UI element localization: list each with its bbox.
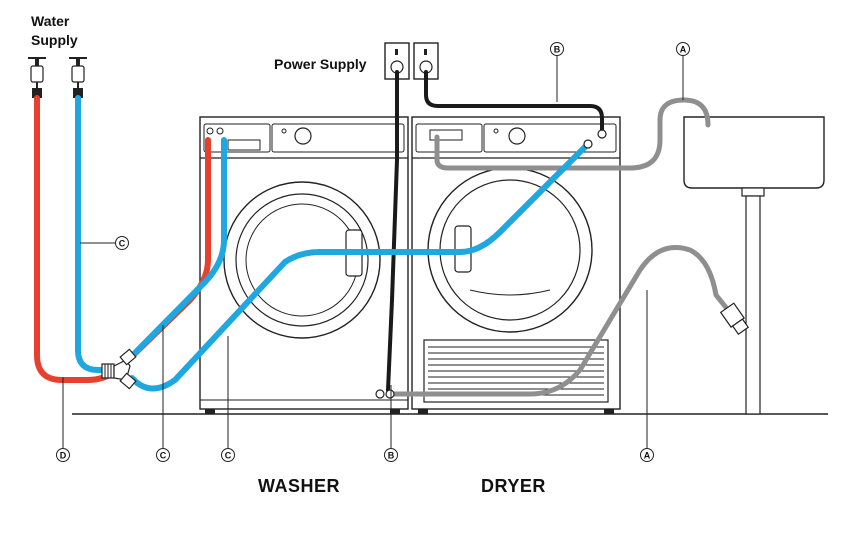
callout-b-top: B	[550, 42, 564, 56]
dryer	[411, 116, 621, 414]
svg-text:A: A	[644, 451, 651, 461]
cold-water-hose-dryer	[129, 143, 589, 392]
callout-b-bottom: B	[384, 448, 398, 462]
callout-c-bottom-left: C	[156, 448, 170, 462]
power-supply-label: Power Supply	[274, 56, 367, 72]
cold-water-hose-washer	[127, 137, 227, 361]
callout-d: D	[56, 448, 70, 462]
svg-text:B: B	[554, 45, 561, 55]
sink	[683, 116, 825, 415]
svg-text:D: D	[60, 451, 67, 461]
callout-c-left: C	[115, 236, 129, 250]
y-connector	[101, 348, 137, 390]
washer-label: WASHER	[258, 476, 340, 496]
water-supply-label-line2: Supply	[31, 32, 78, 48]
callout-c-mid: C	[221, 448, 235, 462]
cold-water-tap	[69, 57, 87, 98]
power-outlets	[384, 42, 439, 80]
svg-text:C: C	[119, 239, 126, 249]
callout-a-bottom: A	[640, 448, 654, 462]
water-supply-label-line1: Water	[31, 13, 70, 29]
svg-text:C: C	[225, 451, 232, 461]
svg-text:C: C	[160, 451, 167, 461]
power-cord-washer	[386, 70, 399, 392]
callout-a-top: A	[676, 42, 690, 56]
drain-hose-top	[434, 97, 711, 171]
drain-connector	[719, 302, 750, 336]
svg-text:B: B	[388, 451, 395, 461]
dryer-label: DRYER	[481, 476, 546, 496]
hot-water-tap	[28, 57, 46, 98]
drain-hose-bottom	[389, 245, 731, 397]
washer	[199, 116, 409, 414]
power-cord-dryer	[424, 70, 604, 132]
cold-water-hose	[75, 95, 113, 373]
svg-text:A: A	[680, 45, 687, 55]
